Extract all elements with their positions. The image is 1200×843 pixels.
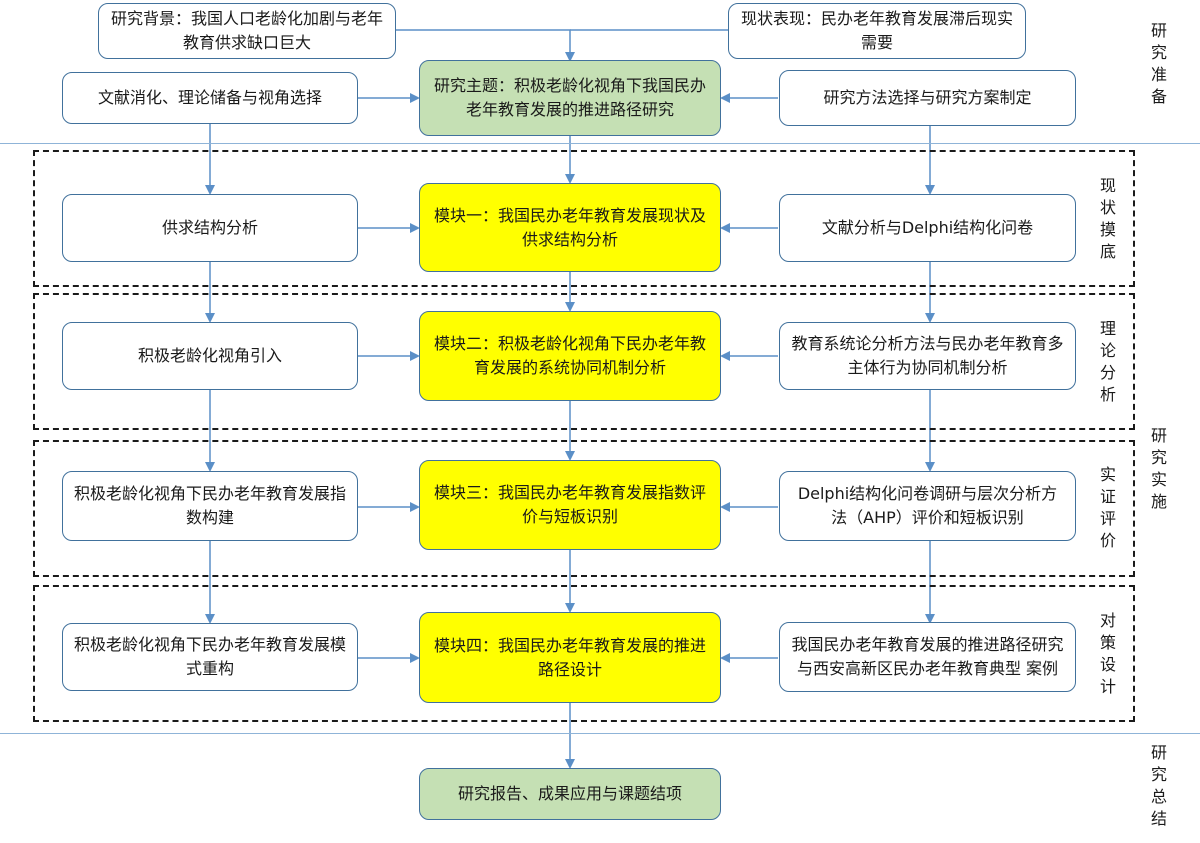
phase-label-summary: 研究总结 bbox=[1150, 743, 1167, 828]
active-aging-intro-box: 积极老龄化视角引入 bbox=[62, 322, 358, 390]
system-theory-box: 教育系统论分析方法与民办老年教育多主体行为协同机制分析 bbox=[779, 322, 1076, 390]
module-3-label: 实证评价 bbox=[1099, 465, 1116, 550]
status-quo-box: 现状表现：民办老年教育发展滞后现实需要 bbox=[728, 3, 1026, 59]
module-3-box: 模块三：我国民办老年教育发展指数评价与短板识别 bbox=[419, 460, 721, 550]
module-1-label: 现状摸底 bbox=[1099, 176, 1116, 261]
research-topic-box: 研究主题：积极老龄化视角下我国民办老年教育发展的推进路径研究 bbox=[419, 60, 721, 136]
methods-box: 研究方法选择与研究方案制定 bbox=[779, 70, 1076, 126]
case-study-box: 我国民办老年教育发展的推进路径研究与西安高新区民办老年教育典型 案例 bbox=[779, 622, 1076, 692]
module-4-box: 模块四：我国民办老年教育发展的推进路径设计 bbox=[419, 612, 721, 703]
module-4-label: 对策设计 bbox=[1099, 611, 1116, 696]
phase-divider-bottom bbox=[0, 733, 1200, 734]
model-reconstruction-box: 积极老龄化视角下民办老年教育发展模式重构 bbox=[62, 623, 358, 691]
module-1-box: 模块一：我国民办老年教育发展现状及供求结构分析 bbox=[419, 183, 721, 272]
phase-label-impl: 研究实施 bbox=[1150, 426, 1167, 511]
phase-label-prep: 研究准备 bbox=[1150, 21, 1167, 106]
module-2-box: 模块二：积极老龄化视角下民办老年教育发展的系统协同机制分析 bbox=[419, 311, 721, 401]
phase-divider-top bbox=[0, 143, 1200, 144]
conclusion-box: 研究报告、成果应用与课题结项 bbox=[419, 768, 721, 820]
delphi-ahp-box: Delphi结构化问卷调研与层次分析方法（AHP）评价和短板识别 bbox=[779, 471, 1076, 541]
module-4-frame bbox=[33, 585, 1135, 722]
module-2-label: 理论分析 bbox=[1099, 319, 1116, 404]
arrow-background-to-topic bbox=[395, 29, 575, 62]
index-construction-box: 积极老龄化视角下民办老年教育发展指数构建 bbox=[62, 471, 358, 541]
literature-box: 文献消化、理论储备与视角选择 bbox=[62, 72, 358, 124]
supply-demand-box: 供求结构分析 bbox=[62, 194, 358, 262]
module-3-frame bbox=[33, 440, 1135, 577]
background-box: 研究背景：我国人口老龄化加剧与老年教育供求缺口巨大 bbox=[98, 3, 396, 59]
literature-delphi-box: 文献分析与Delphi结构化问卷 bbox=[779, 194, 1076, 262]
module-1-frame bbox=[33, 150, 1135, 287]
module-2-frame bbox=[33, 293, 1135, 430]
